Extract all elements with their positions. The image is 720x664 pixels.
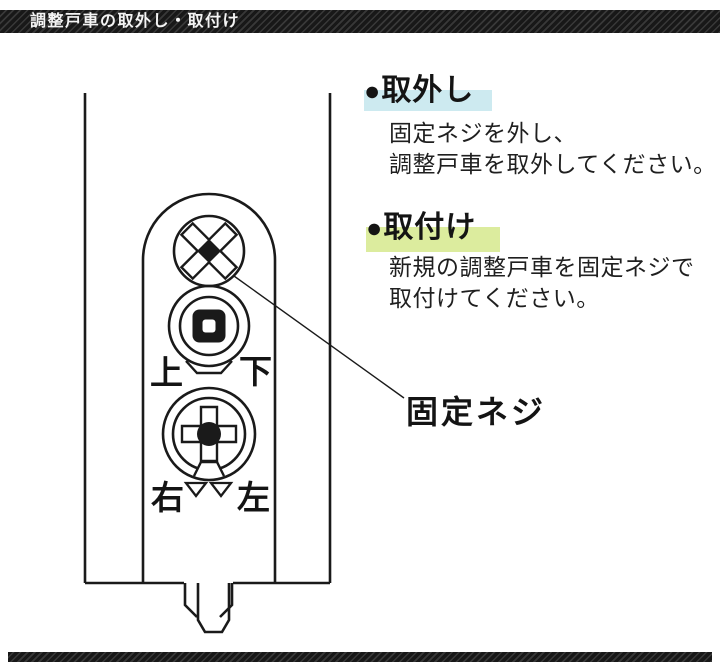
label-left: 左 bbox=[237, 479, 270, 516]
rotate-arrows bbox=[183, 481, 234, 498]
removal-body-line1: 固定ネジを外し、 bbox=[389, 120, 577, 146]
removal-section-heading: ● 取外し bbox=[364, 76, 474, 106]
removal-section-body: 固定ネジを外し、 調整戸車を取外してください。 bbox=[389, 118, 717, 180]
callout-leader-line bbox=[233, 275, 405, 399]
guide-tab bbox=[183, 583, 234, 634]
height-adjust-screw-icon bbox=[167, 284, 251, 375]
bullet-icon: ● bbox=[364, 75, 381, 106]
install-body-line2: 取付けてください。 bbox=[389, 285, 600, 311]
height-screw-clip bbox=[185, 360, 233, 375]
bullet-icon: ● bbox=[366, 212, 383, 243]
label-up: 上 bbox=[150, 354, 183, 391]
label-right: 右 bbox=[151, 479, 184, 516]
install-body-line1: 新規の調整戸車を固定ネジで bbox=[389, 254, 695, 280]
roller-housing bbox=[141, 192, 277, 583]
label-down: 下 bbox=[239, 353, 272, 390]
fixing-screw-icon bbox=[172, 214, 246, 288]
lateral-screw-clip bbox=[192, 460, 226, 477]
removal-heading-highlight bbox=[364, 90, 492, 111]
removal-heading-text: 取外し bbox=[381, 74, 475, 107]
title-bar: 調整戸車の取外し・取付け bbox=[0, 10, 720, 33]
page-title: 調整戸車の取外し・取付け bbox=[30, 13, 241, 30]
removal-body-line2: 調整戸車を取外してください。 bbox=[389, 151, 717, 177]
lateral-adjust-screw-icon bbox=[161, 386, 257, 482]
install-section-body: 新規の調整戸車を固定ネジで 取付けてください。 bbox=[389, 252, 695, 314]
install-heading-highlight bbox=[366, 227, 500, 252]
install-section-heading: ● 取付け bbox=[366, 213, 476, 243]
fixing-screw-callout-label: 固定ネジ bbox=[406, 394, 547, 430]
install-heading-text: 取付け bbox=[383, 211, 477, 244]
footer-bar bbox=[8, 652, 712, 662]
